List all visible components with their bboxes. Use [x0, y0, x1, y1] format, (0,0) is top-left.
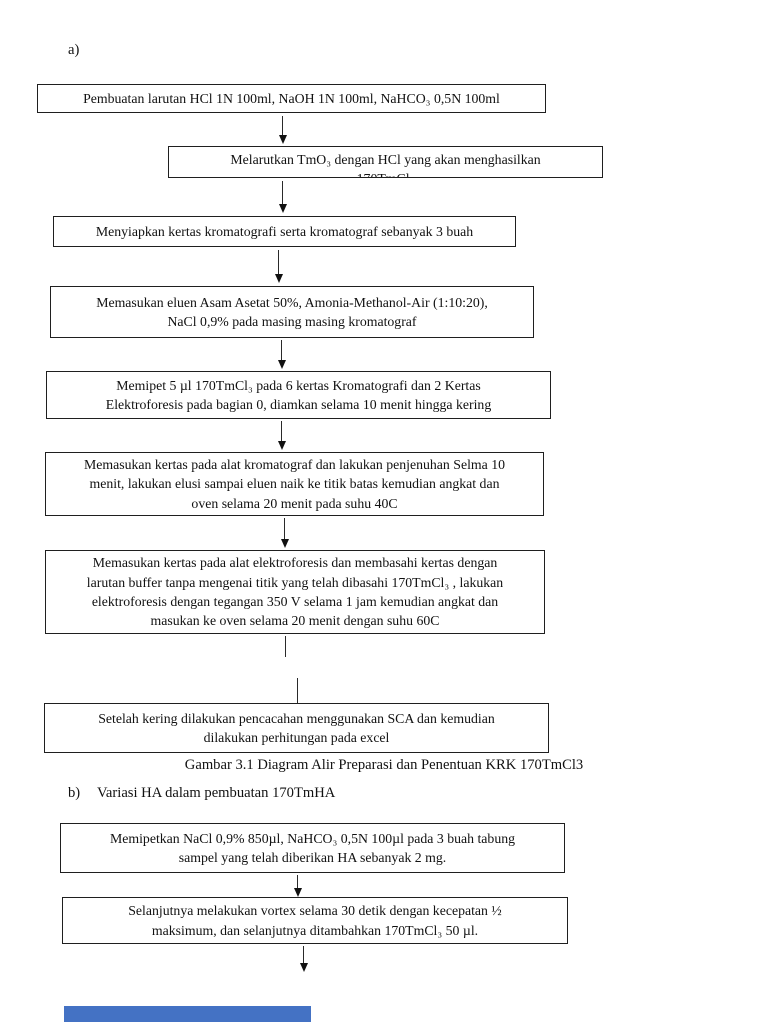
flow-step-box-8: Setelah kering dilakukan pencacahan meng… [44, 703, 549, 753]
arrow-head-icon [277, 360, 286, 369]
step-text-line: Memipetkan NaCl 0,9% 850µl, NaHCO₃ 0,5N … [109, 830, 516, 846]
arrow-shaft [277, 250, 280, 275]
arrow-shaft [280, 340, 283, 361]
step-text-line: Memasukan eluen Asam Asetat 50%, Amonia-… [96, 294, 488, 310]
arrow-down-icon [274, 250, 283, 283]
step-text-line: Melarutkan TmO₃ dengan HCl yang akan men… [230, 152, 541, 167]
step-text-line: Memasukan kertas pada alat elektroforesi… [92, 555, 498, 571]
step-text-line: oven selama 20 menit pada suhu 40C [191, 495, 398, 511]
step-text-line: NaCl 0,9% pada masing masing kromatograf [167, 314, 417, 329]
section-b-label: b) [68, 785, 81, 801]
flow-step-box-4: Memasukan eluen Asam Asetat 50%, Amonia-… [50, 286, 534, 338]
step-text-line: Pembuatan larutan HCl 1N 100ml, NaOH 1N … [83, 90, 500, 106]
arrow-shaft [281, 116, 284, 136]
figure-caption: Gambar 3.1 Diagram Alir Preparasi dan Pe… [184, 757, 584, 773]
arrow-head-icon [293, 888, 302, 897]
arrow-head-icon [277, 441, 286, 450]
arrow-shaft [302, 946, 305, 964]
step-text-line: Memasukan kertas pada alat kromatograf d… [83, 456, 506, 472]
connector-line-segment [285, 636, 287, 657]
step-text-line-clipped: 170TmCl₃ [357, 169, 415, 177]
arrow-shaft [283, 518, 286, 540]
flow-step-box-1: Pembuatan larutan HCl 1N 100ml, NaOH 1N … [37, 84, 546, 113]
arrow-down-icon [299, 946, 308, 972]
step-text-line: Setelah kering dilakukan pencacahan meng… [98, 710, 495, 726]
arrow-down-icon [277, 421, 286, 450]
arrow-shaft [281, 181, 284, 205]
flow-step-box-5: Memipet 5 µl 170TmCl₃ pada 6 kertas Krom… [46, 371, 551, 419]
step-text-line: elektroforesis dengan tegangan 350 V sel… [91, 594, 499, 609]
arrow-down-icon [277, 340, 286, 369]
arrow-shaft [280, 421, 283, 442]
flow-step-box-b1: Memipetkan NaCl 0,9% 850µl, NaHCO₃ 0,5N … [60, 823, 565, 873]
arrow-down-icon [293, 875, 302, 897]
arrow-down-icon [278, 116, 287, 144]
flow-step-box-6: Memasukan kertas pada alat kromatograf d… [45, 452, 544, 516]
arrow-down-icon [280, 518, 289, 548]
arrow-head-icon [278, 204, 287, 213]
step-text-line: dilakukan perhitungan pada excel [203, 730, 390, 745]
arrow-head-icon [278, 135, 287, 144]
connector-line-segment [297, 678, 299, 704]
step-text-line: maksimum, dan selanjutnya ditambahkan 17… [151, 922, 479, 938]
step-text-line: Memipet 5 µl 170TmCl₃ pada 6 kertas Krom… [116, 377, 481, 393]
section-b-title: Variasi HA dalam pembuatan 170TmHA [97, 785, 336, 801]
arrow-head-icon [280, 539, 289, 548]
step-text-line: Selanjutnya melakukan vortex selama 30 d… [128, 903, 502, 919]
arrow-head-icon [299, 963, 308, 972]
step-text-line: masukan ke oven selama 20 menit dengan s… [150, 613, 440, 629]
step-text-line: menit, lakukan elusi sampai eluen naik k… [89, 476, 500, 492]
step-text-line: Elektroforesis pada bagian 0, diamkan se… [105, 397, 492, 412]
flow-step-box-7: Memasukan kertas pada alat elektroforesi… [45, 550, 545, 634]
partial-next-box-bar [64, 1006, 311, 1022]
arrow-shaft [296, 875, 299, 889]
step-text-line: larutan buffer tanpa mengenai titik yang… [86, 574, 504, 590]
section-a-label: a) [68, 42, 80, 58]
flow-step-box-b2: Selanjutnya melakukan vortex selama 30 d… [62, 897, 568, 944]
arrow-down-icon [278, 181, 287, 213]
flow-step-box-2: Melarutkan TmO₃ dengan HCl yang akan men… [168, 146, 603, 178]
flow-step-box-3: Menyiapkan kertas kromatografi serta kro… [53, 216, 516, 247]
arrow-head-icon [274, 274, 283, 283]
step-text-line: Menyiapkan kertas kromatografi serta kro… [95, 223, 474, 239]
step-text-line: sampel yang telah diberikan HA sebanyak … [178, 850, 447, 865]
